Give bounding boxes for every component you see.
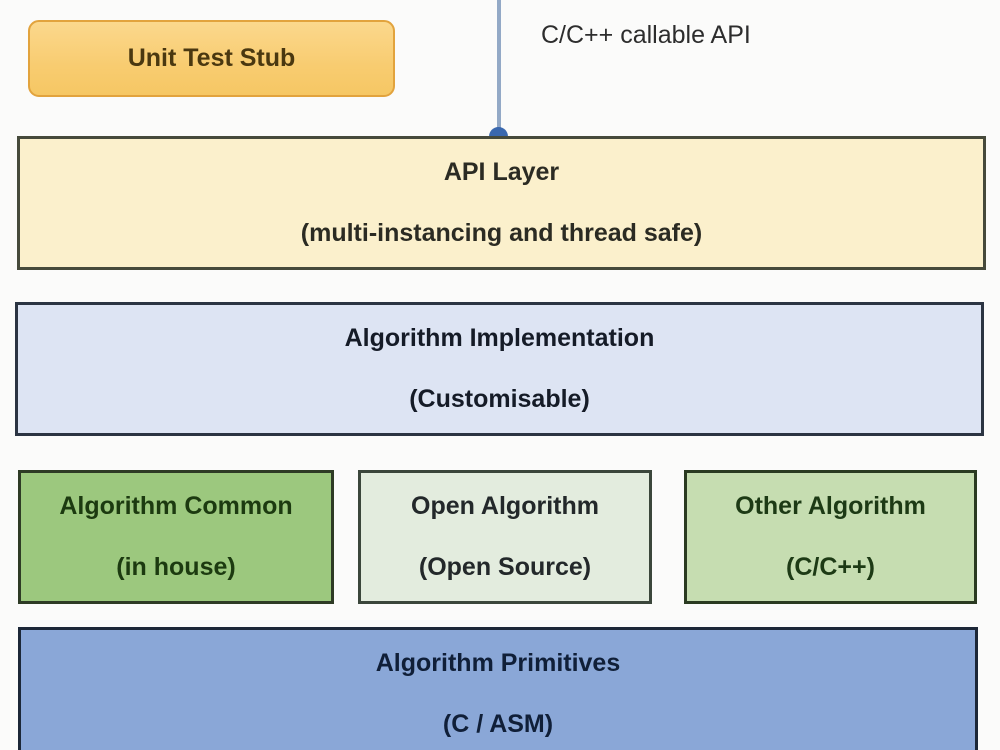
open-algorithm-box: Open Algorithm (Open Source) <box>358 470 652 604</box>
open-algorithm-subtitle: (Open Source) <box>418 553 592 581</box>
algorithm-implementation-box: Algorithm Implementation (Customisable) <box>15 302 984 436</box>
unit-test-stub-label: Unit Test Stub <box>127 44 296 72</box>
other-algorithm-title: Other Algorithm <box>735 492 926 520</box>
api-layer-box: API Layer (multi-instancing and thread s… <box>17 136 986 270</box>
other-algorithm-subtitle: (C/C++) <box>786 553 875 581</box>
algorithm-implementation-title: Algorithm Implementation <box>344 324 655 352</box>
api-layer-title: API Layer <box>443 158 560 186</box>
api-connector-line <box>497 0 501 136</box>
open-algorithm-title: Open Algorithm <box>411 492 599 520</box>
algorithm-common-subtitle: (in house) <box>116 553 236 581</box>
unit-test-stub-box: Unit Test Stub <box>28 20 395 97</box>
api-callout-label: C/C++ callable API <box>541 21 751 49</box>
algorithm-common-title: Algorithm Common <box>59 492 293 520</box>
algorithm-implementation-subtitle: (Customisable) <box>409 385 590 413</box>
api-layer-subtitle: (multi-instancing and thread safe) <box>300 219 703 247</box>
algorithm-primitives-title: Algorithm Primitives <box>375 649 621 677</box>
algorithm-primitives-subtitle: (C / ASM) <box>442 710 554 738</box>
algorithm-primitives-box: Algorithm Primitives (C / ASM) <box>18 627 978 750</box>
other-algorithm-box: Other Algorithm (C/C++) <box>684 470 977 604</box>
algorithm-common-box: Algorithm Common (in house) <box>18 470 334 604</box>
